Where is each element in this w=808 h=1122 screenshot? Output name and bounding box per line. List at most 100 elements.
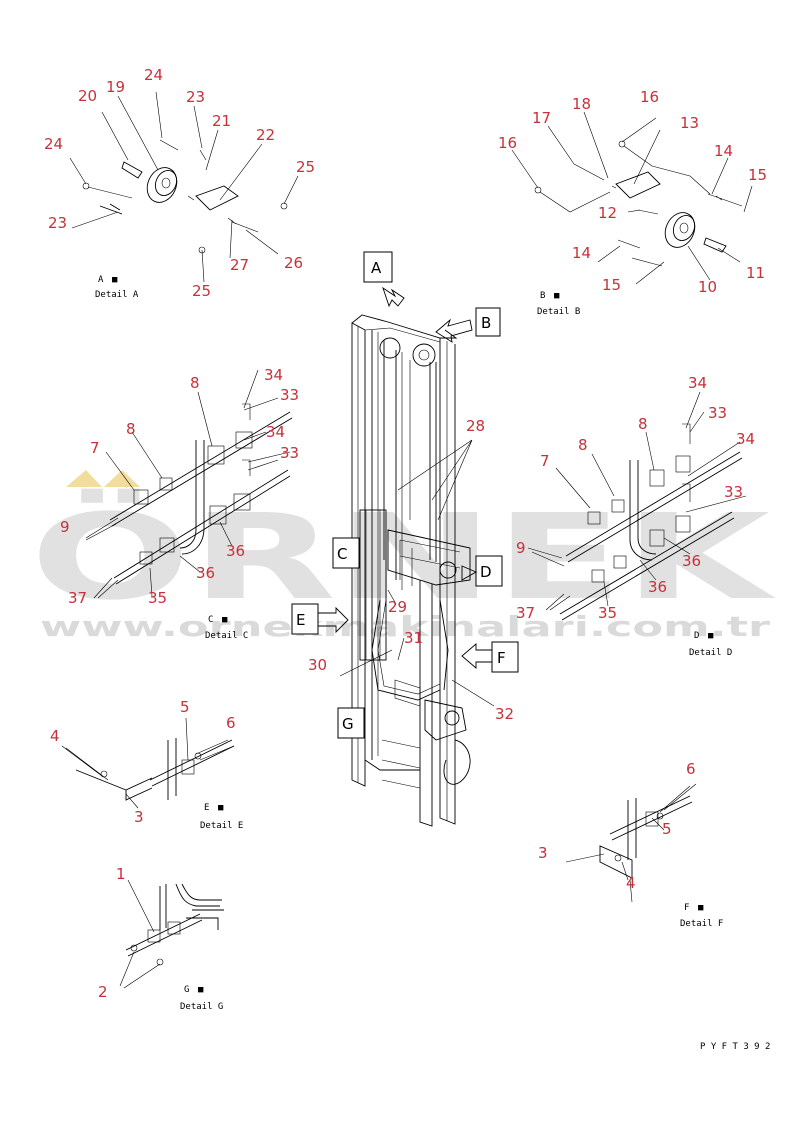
detail-a-part-25-right: 25 <box>296 158 315 176</box>
detail-d-part-35: 35 <box>598 604 617 622</box>
part-32: 32 <box>495 705 514 723</box>
detail-d-part-9: 9 <box>516 539 526 557</box>
detail-d: 34 33 8 34 7 8 33 9 36 36 37 35 D ■ Deta… <box>516 374 755 658</box>
detail-a-part-26: 26 <box>284 254 303 272</box>
detail-f-part-6: 6 <box>686 760 696 778</box>
detail-e-caption: Detail E <box>200 821 243 831</box>
callout-e-arrow <box>317 606 349 634</box>
callout-a-label: A <box>371 259 382 277</box>
detail-e-part-6: 6 <box>226 714 236 732</box>
callout-box-c <box>332 537 360 569</box>
part-31: 31 <box>404 629 423 647</box>
detail-b-caption: Detail B <box>537 307 580 317</box>
detail-d-part-37: 37 <box>516 604 535 622</box>
detail-d-part-8-top: 8 <box>638 415 648 433</box>
detail-b-part-18: 18 <box>572 95 591 113</box>
detail-b-part-16-top: 16 <box>640 88 659 106</box>
callout-box-d <box>475 555 503 587</box>
callout-b-arrow <box>435 318 473 343</box>
detail-d-part-34-mid: 34 <box>736 430 755 448</box>
drawing-code: P Y F T 3 9 2 <box>700 1042 770 1052</box>
detail-f: 6 5 3 4 F ■ Detail F <box>538 760 723 929</box>
callout-b-label: B <box>481 314 491 332</box>
detail-a-part-23-top: 23 <box>186 88 205 106</box>
callout-f-arrow <box>461 643 493 669</box>
detail-a-part-25-bottom: 25 <box>192 282 211 300</box>
part-29: 29 <box>388 598 407 616</box>
watermark-accent-left <box>66 470 102 487</box>
mast-assembly <box>351 314 471 827</box>
detail-f-part-5: 5 <box>662 820 672 838</box>
callout-box-a <box>363 251 393 283</box>
svg-text:■: ■ <box>222 615 228 625</box>
detail-a-part-27: 27 <box>230 256 249 274</box>
detail-b-part-11: 11 <box>746 264 765 282</box>
callout-f-label: F <box>497 649 506 667</box>
svg-text:■: ■ <box>554 291 560 301</box>
detail-e-part-3: 3 <box>134 808 144 826</box>
detail-b: 16 17 18 13 16 14 15 12 14 11 15 10 B ■ … <box>498 88 767 317</box>
svg-text:■: ■ <box>112 275 118 285</box>
detail-c-part-36-mid: 36 <box>196 564 215 582</box>
callout-box-f <box>491 641 519 673</box>
detail-b-part-10: 10 <box>698 278 717 296</box>
detail-d-tag: D <box>694 631 699 641</box>
detail-b-part-16-left: 16 <box>498 134 517 152</box>
detail-a-part-19: 19 <box>106 78 125 96</box>
detail-f-caption: Detail F <box>680 919 723 929</box>
detail-c-part-34-top: 34 <box>264 366 283 384</box>
detail-c-tag: C <box>208 615 213 625</box>
detail-g-tag: G <box>184 985 189 995</box>
detail-g-part-1: 1 <box>116 865 126 883</box>
watermark-site: www.ornekmakinalari.com.tr <box>40 610 770 643</box>
detail-g: 1 2 G ■ Detail G <box>98 865 224 1012</box>
callout-box-g <box>337 707 365 739</box>
svg-text:■: ■ <box>198 985 204 995</box>
detail-f-part-4: 4 <box>626 874 636 892</box>
callout-markers: A B C D E F G <box>291 251 519 739</box>
detail-b-part-15-left: 15 <box>602 276 621 294</box>
detail-d-part-33-mid: 33 <box>724 483 743 501</box>
detail-g-part-2: 2 <box>98 983 108 1001</box>
detail-c-part-8-left: 8 <box>126 420 136 438</box>
main-leaders <box>339 439 495 707</box>
detail-d-part-33-top: 33 <box>708 404 727 422</box>
detail-c-part-9: 9 <box>60 518 70 536</box>
detail-d-part-36-mid: 36 <box>648 578 667 596</box>
part-30: 30 <box>308 656 327 674</box>
detail-b-part-14-right: 14 <box>714 142 733 160</box>
detail-a-caption: Detail A <box>95 290 139 300</box>
detail-a-tag: A <box>98 275 104 285</box>
detail-a-part-21: 21 <box>212 112 231 130</box>
callout-box-b <box>475 307 501 337</box>
detail-e-tag: E <box>204 803 209 813</box>
detail-c-part-34-mid: 34 <box>266 423 285 441</box>
detail-b-part-14-left: 14 <box>572 244 591 262</box>
detail-d-part-7: 7 <box>540 452 550 470</box>
detail-d-part-8-left: 8 <box>578 436 588 454</box>
detail-g-caption: Detail G <box>180 1002 223 1012</box>
detail-a-part-20: 20 <box>78 87 97 105</box>
svg-text:■: ■ <box>708 631 714 641</box>
callout-a-arrow <box>382 286 405 308</box>
detail-d-caption: Detail D <box>689 648 732 658</box>
detail-b-part-17: 17 <box>532 109 551 127</box>
detail-d-part-36-right: 36 <box>682 552 701 570</box>
detail-b-tag: B <box>540 291 545 301</box>
detail-b-part-15-right: 15 <box>748 166 767 184</box>
detail-c-part-8-top: 8 <box>190 374 200 392</box>
detail-c-part-37: 37 <box>68 589 87 607</box>
detail-c-part-33-mid: 33 <box>280 444 299 462</box>
detail-a: 24 20 19 23 21 22 24 23 25 27 26 25 A ■ … <box>44 66 315 300</box>
detail-b-part-13: 13 <box>680 114 699 132</box>
watermark-accent-right <box>104 470 140 487</box>
detail-d-part-34-top: 34 <box>688 374 707 392</box>
part-28: 28 <box>466 417 485 435</box>
detail-a-part-24-top: 24 <box>144 66 163 84</box>
detail-c-part-36-right: 36 <box>226 542 245 560</box>
svg-text:■: ■ <box>218 803 224 813</box>
detail-f-part-3: 3 <box>538 844 548 862</box>
detail-f-tag: F <box>684 903 689 913</box>
